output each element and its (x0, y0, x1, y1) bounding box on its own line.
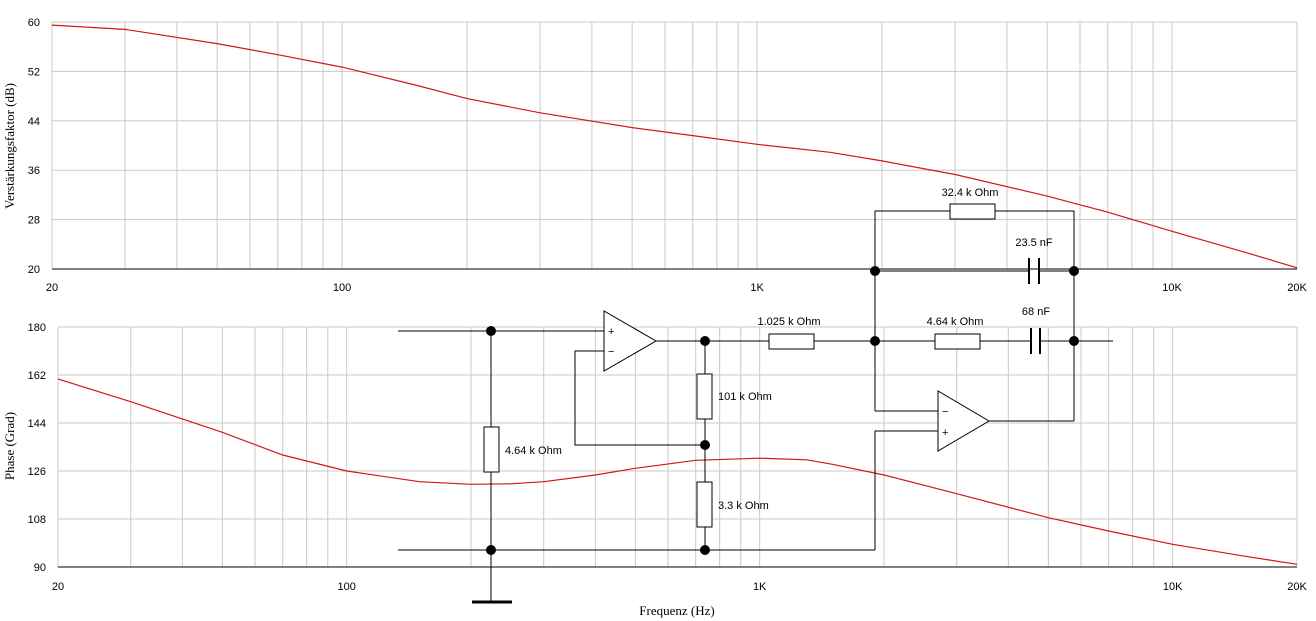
phase-y-axis-label: Phase (Grad) (2, 412, 17, 480)
magnitude-x-tick-labels: 20 100 1K 10K 20K (46, 282, 1308, 294)
op-amp-2-minus: − (942, 406, 948, 418)
resistor-47k (483, 426, 500, 473)
magnitude-chart: 20 28 36 44 52 60 20 100 1K 10K 20K Verstärkungsf… (2, 17, 1307, 294)
phase-x-axis-label: Frequenz (Hz) (639, 603, 714, 618)
magnitude-vertical-grid (51, 22, 1298, 269)
resistor-101k-label: 101 k Ohm (718, 391, 772, 403)
junction-dot (700, 440, 710, 450)
magnitude-x-tick-label: 20K (1287, 282, 1307, 294)
magnitude-y-tick-label: 28 (28, 215, 40, 227)
resistor-47k-label: 4.64 k Ohm (505, 445, 562, 457)
phase-y-tick-label: 144 (28, 418, 46, 430)
junction-dot (700, 336, 710, 346)
resistor-3-3k-label: 3.3 k Ohm (718, 500, 769, 512)
junction-dot (486, 545, 496, 555)
magnitude-y-tick-label: 20 (28, 264, 40, 276)
op-amp-2 (937, 390, 990, 452)
phase-y-tick-label: 162 (28, 370, 46, 382)
phase-vertical-grid (57, 327, 1298, 567)
junction-dot (486, 326, 496, 336)
wire (874, 430, 938, 550)
phase-series-line (57, 378, 1298, 565)
magnitude-x-tick-label: 1K (750, 282, 764, 294)
phase-x-tick-label: 20K (1287, 581, 1307, 593)
magnitude-y-tick-label: 36 (28, 165, 40, 177)
resistor-3-3k (696, 481, 713, 528)
resistor-101k (696, 373, 713, 420)
magnitude-y-tick-labels: 20 28 36 44 52 60 (28, 17, 40, 276)
phase-y-tick-label: 180 (28, 322, 46, 334)
junction-dot (1069, 336, 1079, 346)
magnitude-y-axis-label: Verstärkungsfaktor (dB) (2, 83, 17, 209)
phase-x-tick-label: 10K (1163, 581, 1183, 593)
junction-dot (870, 266, 880, 276)
magnitude-series-line (51, 24, 1298, 269)
phase-y-tick-label: 90 (34, 562, 46, 574)
resistor-4-64k (934, 333, 981, 350)
magnitude-x-tick-label: 20 (46, 282, 58, 294)
magnitude-horizontal-grid (52, 21, 1297, 270)
phase-chart: 90 108 126 144 162 180 20 100 1K 10K 20K Phase (G… (2, 322, 1307, 618)
resistor-4-64k-label: 4.64 k Ohm (927, 316, 984, 328)
phase-x-tick-label: 20 (52, 581, 64, 593)
magnitude-x-tick-label: 100 (333, 282, 351, 294)
resistor-32-4k-label: 32.4 k Ohm (942, 187, 999, 199)
magnitude-y-tick-label: 52 (28, 66, 40, 78)
magnitude-y-tick-label: 44 (28, 116, 40, 128)
junction-dots (486, 266, 1079, 555)
op-amp-1-minus: − (608, 346, 614, 358)
resistor-1-025k (768, 333, 815, 350)
wire (995, 210, 1075, 271)
wire (874, 210, 950, 271)
phase-y-tick-labels: 90 108 126 144 162 180 (28, 322, 46, 574)
magnitude-x-tick-label: 10K (1162, 282, 1182, 294)
junction-dot (1069, 266, 1079, 276)
wire (574, 350, 705, 446)
junction-dot (870, 336, 880, 346)
phase-x-tick-label: 1K (753, 581, 767, 593)
phase-x-tick-labels: 20 100 1K 10K 20K (52, 581, 1308, 593)
capacitor-68n-label: 68 nF (1022, 306, 1050, 318)
circuit-schematic: 32.4 k Ohm 23.5 nF 4.64 k Ohm + − 101 k … (398, 187, 1113, 604)
phase-y-tick-label: 108 (28, 514, 46, 526)
phase-y-tick-label: 126 (28, 466, 46, 478)
resistor-32-4k (949, 203, 996, 220)
junction-dot (700, 545, 710, 555)
capacitor-23-5n-label: 23.5 nF (1015, 237, 1053, 249)
magnitude-y-tick-label: 60 (28, 17, 40, 29)
op-amp-1 (603, 310, 658, 372)
phase-x-tick-label: 100 (337, 581, 355, 593)
op-amp-1-plus: + (608, 326, 614, 338)
resistor-1-025k-label: 1.025 k Ohm (758, 316, 821, 328)
op-amp-2-plus: + (942, 427, 948, 439)
